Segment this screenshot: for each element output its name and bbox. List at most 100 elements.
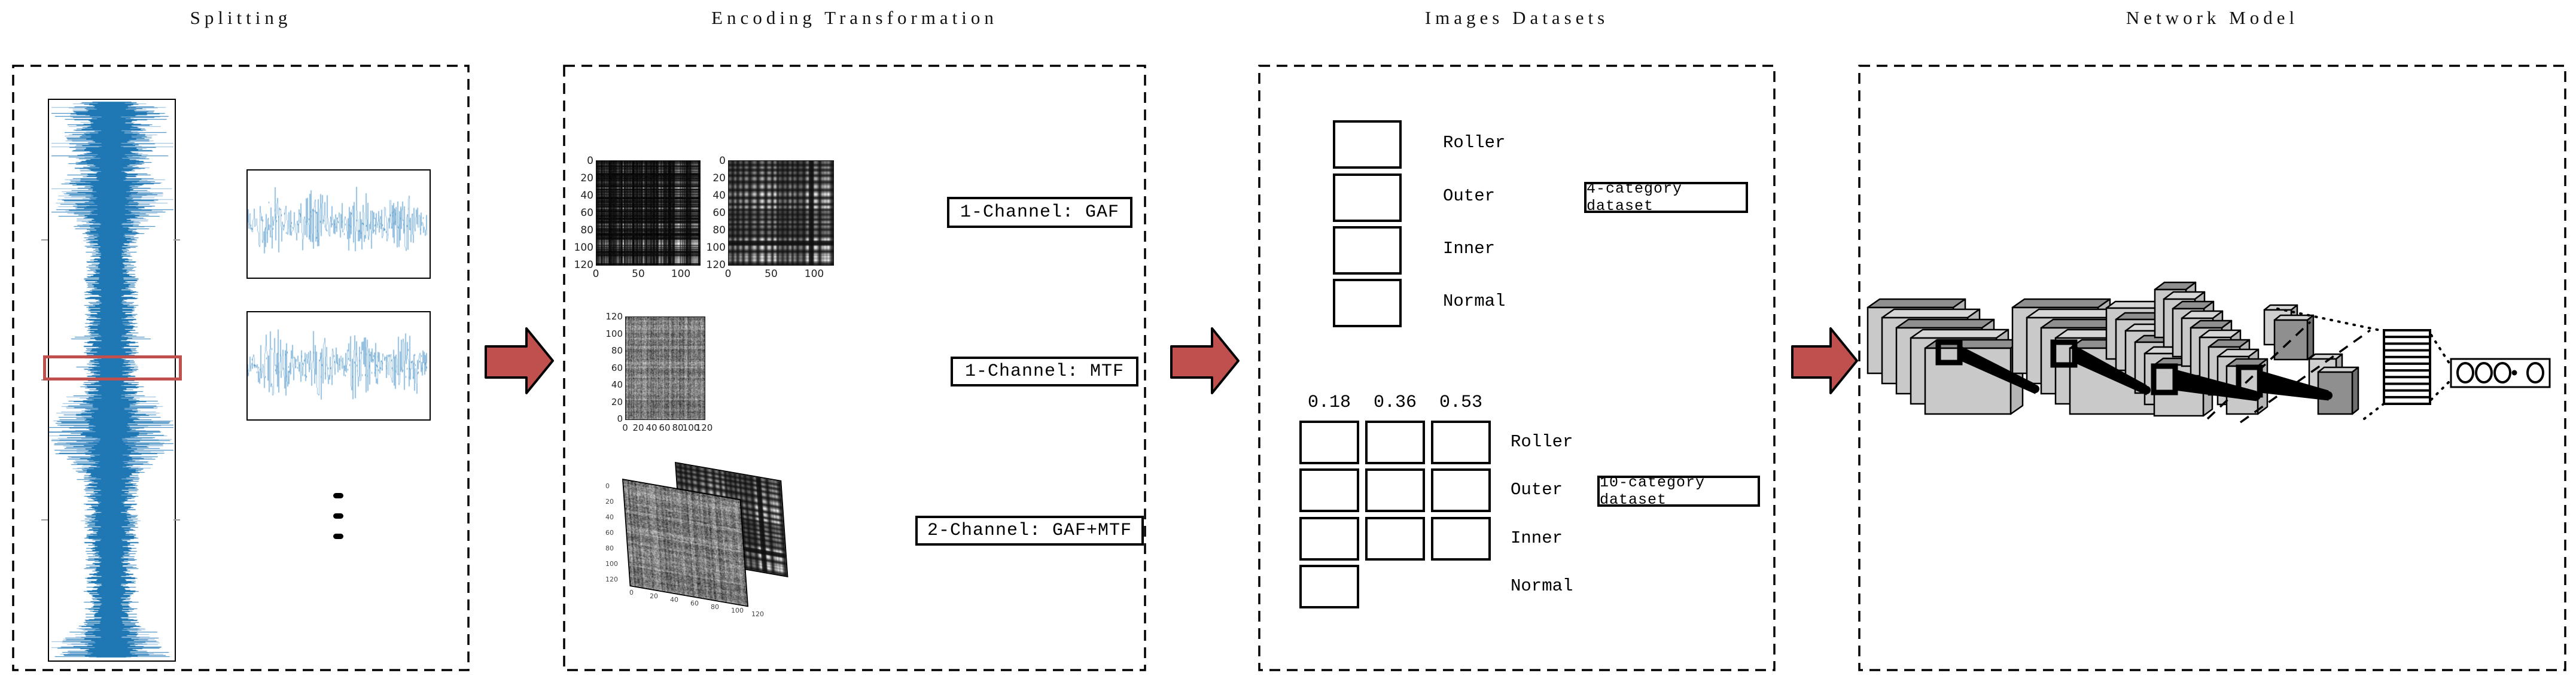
- axis-tick-label: 60: [580, 207, 593, 219]
- axis-tick-label: 120: [695, 422, 713, 433]
- dotted-connector: [2430, 334, 2453, 368]
- feature-map-side: [2221, 319, 2233, 377]
- axis-tick-label: 0: [719, 155, 726, 167]
- feature-map-face: [2308, 358, 2337, 395]
- image-box: [1431, 468, 1491, 512]
- dotted-connector: [2430, 378, 2453, 401]
- axis-tick-label: 80: [580, 224, 593, 236]
- output-neuron: [2475, 362, 2493, 383]
- axis-tick-label: 0: [724, 268, 732, 280]
- axis-tick-label: 20: [605, 498, 614, 506]
- feature-map-face: [2190, 327, 2223, 377]
- panel-title-splitting: Splitting: [190, 7, 292, 28]
- category-label: Normal: [1511, 576, 1573, 596]
- label-10-category-dataset: 10-category dataset: [1597, 474, 1760, 509]
- axis-tick-label: 120: [605, 576, 618, 583]
- output-ellipsis-dot: [2511, 370, 2517, 376]
- panel-border-3: [1858, 65, 2566, 671]
- category-label: Inner: [1443, 239, 1496, 258]
- kernel-window: [2050, 339, 2078, 368]
- feature-map-top: [2190, 319, 2233, 329]
- image-box: [1365, 421, 1425, 464]
- feature-map-face: [2069, 347, 2157, 415]
- feature-map-side: [2203, 300, 2215, 358]
- axis-tick-label: 100: [605, 560, 618, 568]
- segment-plot-2: [246, 311, 431, 421]
- feature-map-top: [2069, 339, 2169, 349]
- image-box: [1299, 421, 1359, 464]
- image-box: [1299, 468, 1359, 512]
- feature-map-face: [2273, 319, 2309, 361]
- axis-tick-label: 60: [611, 362, 623, 373]
- axis-tick-label: 0: [629, 589, 634, 596]
- feature-map-face: [2163, 298, 2196, 348]
- feature-map-side: [2351, 366, 2359, 415]
- feature-map-face: [2207, 346, 2241, 396]
- dotted-connector: [2276, 308, 2384, 332]
- feature-map-top: [2054, 328, 2154, 339]
- diameter-label: 0.18: [1307, 392, 1351, 413]
- feature-map-top: [2207, 339, 2251, 348]
- image-box: [1431, 517, 1491, 561]
- label-4-category-dataset: 4-category dataset: [1584, 180, 1748, 215]
- image-box: [1333, 226, 1402, 275]
- feature-map-side: [2185, 281, 2197, 339]
- feature-map-side: [2230, 329, 2242, 386]
- axis-tick-label: 0: [587, 155, 593, 167]
- feature-map-top: [2026, 308, 2126, 319]
- flatten-layer: [2383, 329, 2431, 405]
- diameter-label: 0.53: [1439, 392, 1482, 413]
- vertical-ellipsis: [333, 493, 343, 498]
- feature-map-top: [2011, 298, 2111, 309]
- feature-map-face: [2134, 341, 2185, 394]
- feature-map-top: [2172, 300, 2215, 310]
- feature-map-face: [2154, 288, 2187, 339]
- feature-map-top: [2263, 304, 2298, 311]
- image-box: [1431, 421, 1491, 464]
- category-label: Roller: [1511, 432, 1573, 452]
- panel-title-encoding: Encoding Transformation: [711, 7, 998, 28]
- axis-tick-label: 20: [611, 396, 623, 407]
- feature-map-top: [2199, 329, 2242, 339]
- feature-map-side: [2164, 312, 2175, 372]
- axis-tick-label: 40: [605, 513, 614, 521]
- axis-tick-label: 80: [712, 224, 726, 236]
- axis-tick-label: 100: [671, 268, 691, 280]
- feature-map-side: [1995, 328, 2009, 405]
- label-1channel-gaf: 1-Channel: GAF: [947, 197, 1132, 228]
- gaf-image-2: [728, 160, 834, 266]
- label-1channel-mtf: 1-Channel: MTF: [951, 357, 1138, 386]
- output-neuron: [2526, 362, 2544, 383]
- feature-map-face: [2199, 336, 2232, 386]
- conv-projection: [2175, 369, 2257, 401]
- feature-map-top: [2273, 314, 2315, 321]
- feature-map-face: [2153, 364, 2204, 417]
- feature-map-side: [2111, 308, 2126, 385]
- feature-map-face: [1910, 337, 1998, 405]
- output-neuron: [2493, 362, 2511, 383]
- axis-tick-label: 60: [605, 529, 614, 537]
- feature-map-top: [1910, 328, 2009, 339]
- output-neuron: [2456, 362, 2474, 383]
- feature-map-side: [2126, 318, 2140, 395]
- axis-tick-label: 80: [711, 603, 719, 611]
- axis-tick-label: 20: [712, 172, 726, 184]
- segment-waveform-1: [248, 171, 427, 275]
- feature-map-face: [1924, 347, 2012, 415]
- axis-tick-label: 60: [690, 599, 699, 607]
- feature-map-top: [2181, 310, 2224, 319]
- feature-map-face: [1895, 327, 1983, 395]
- flow-arrow-1: [485, 327, 554, 394]
- feature-map-face: [2124, 330, 2176, 383]
- flow-arrow-2: [1170, 327, 1240, 394]
- mtf-image: [625, 316, 705, 420]
- category-label: Normal: [1443, 291, 1506, 311]
- gaf-image: [596, 160, 701, 266]
- axis-tick-label: 100: [605, 328, 623, 339]
- dotted-connector: [2363, 402, 2386, 420]
- feature-map-top: [2225, 358, 2269, 367]
- feature-map-side: [2290, 304, 2298, 346]
- feature-map-face: [1866, 306, 1954, 375]
- feature-map-top: [2154, 281, 2197, 291]
- feature-map-side: [2306, 314, 2315, 361]
